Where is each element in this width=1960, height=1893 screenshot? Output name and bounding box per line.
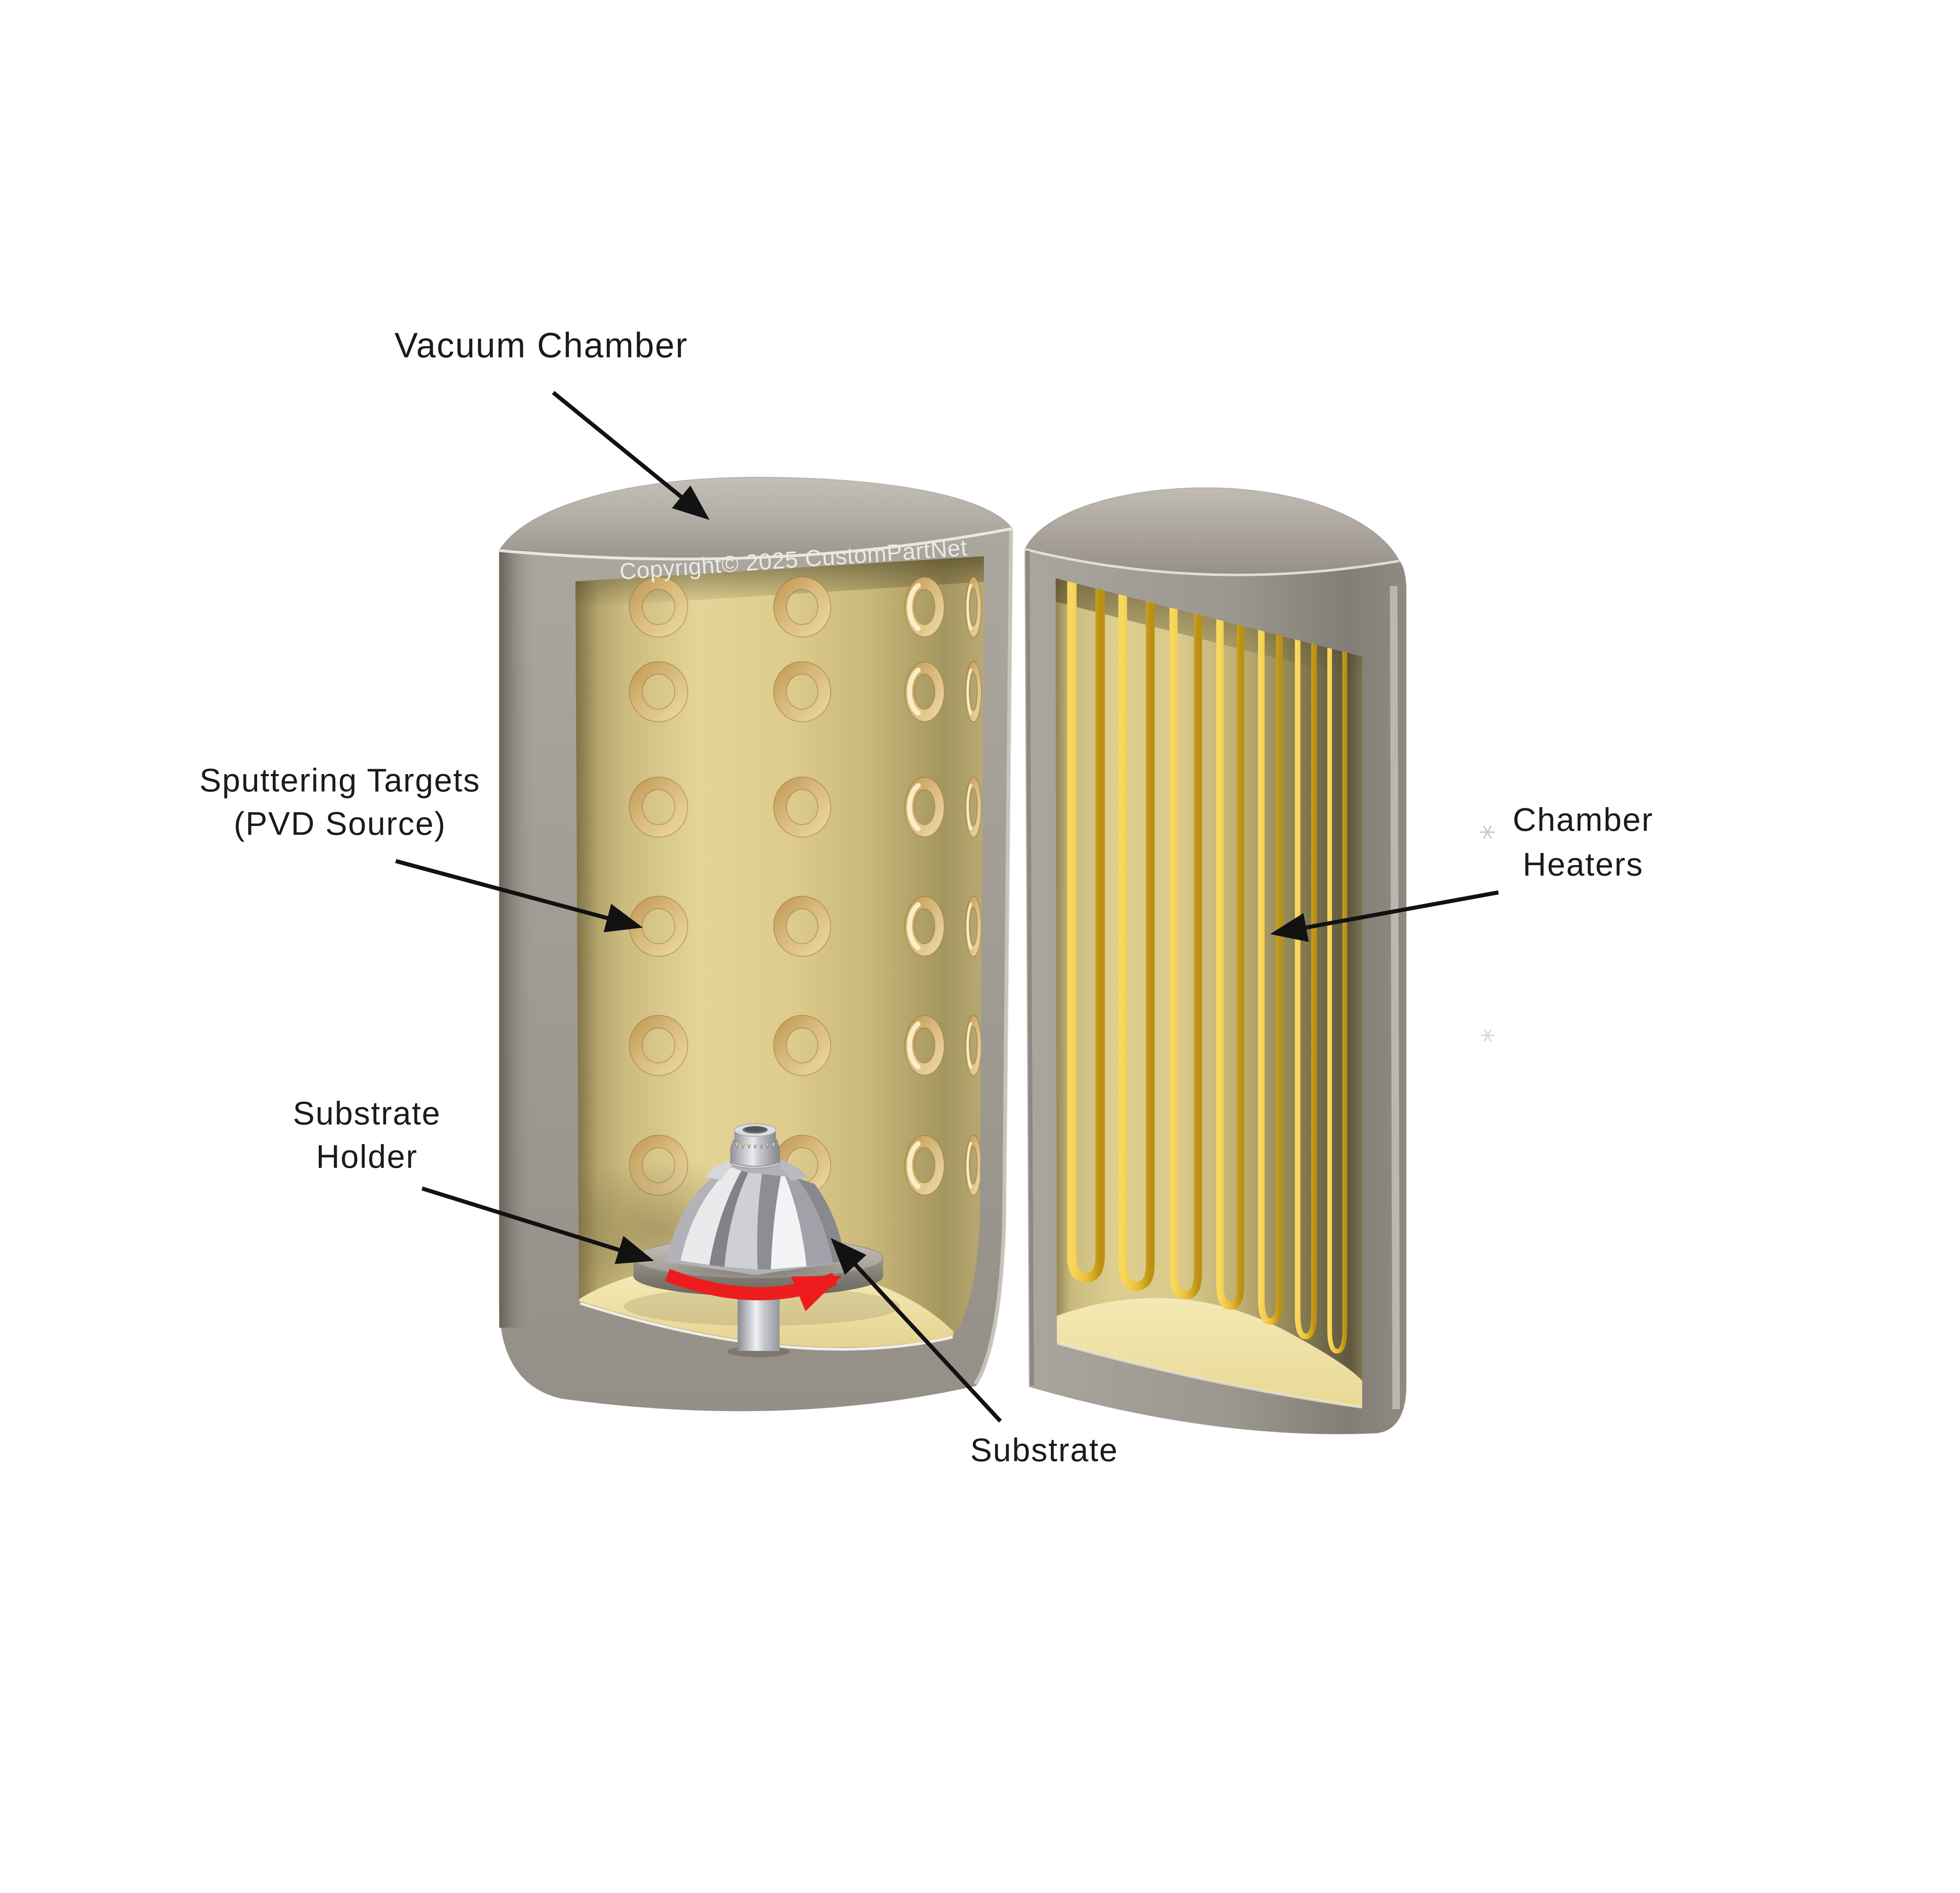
- sputtering-target-ring: [773, 776, 831, 838]
- vacuum-chamber-arrow: [552, 391, 710, 520]
- target-ring-highlight: [907, 1141, 921, 1189]
- target-ring-highlight: [907, 902, 921, 951]
- impeller-bore-shadow: [745, 1127, 766, 1132]
- substrate-impeller: [666, 1123, 845, 1275]
- label-sputtering-targets-line2: (PVD Source): [234, 805, 446, 842]
- substrate-arrow: [831, 1238, 1002, 1423]
- impeller-spline-band: [730, 1138, 780, 1167]
- door-right-highlight: [1390, 586, 1400, 1409]
- target-ring-highlight: [907, 583, 921, 631]
- heater-coil: [1118, 578, 1155, 1290]
- target-ring-highlight: [966, 1022, 972, 1069]
- sputtering-target-ring: [629, 576, 688, 638]
- heater-wall-contents: [1055, 578, 1363, 1408]
- sputtering-target-ring: [629, 776, 688, 838]
- sparkle-artifact-icon: [1481, 1029, 1495, 1042]
- sputtering-target-ring: [629, 1015, 688, 1076]
- target-ring-highlight: [966, 784, 972, 831]
- sparkle-artifact-icon: [1480, 825, 1495, 839]
- label-substrate: Substrate: [970, 1432, 1118, 1468]
- sputtering-target-ring: [773, 895, 831, 957]
- impeller-blade-tip-right: [774, 1159, 808, 1181]
- sputtering-targets-arrow: [395, 859, 643, 933]
- door-hinge-edge: [1025, 550, 1034, 1386]
- heater-coil: [1327, 623, 1347, 1354]
- target-ring-highlight: [966, 903, 972, 950]
- heater-coil: [1295, 615, 1317, 1339]
- chamber-left-side-shading: [499, 550, 535, 1328]
- window-bottom-highlight: [579, 1302, 953, 1351]
- target-ring-highlight: [966, 1142, 972, 1189]
- impeller-blade: [681, 1167, 742, 1265]
- label-chamber-heaters-line2: Heaters: [1523, 846, 1643, 882]
- door-rim-highlight: [1024, 548, 1400, 576]
- impeller-blade: [785, 1176, 833, 1267]
- door-bottom-highlight: [1057, 1342, 1362, 1409]
- label-sputtering-targets-line1: Sputtering Targets: [200, 762, 481, 799]
- impeller-blade: [724, 1172, 762, 1270]
- chamber-heaters-array: [1067, 578, 1359, 1357]
- target-ring-highlight: [966, 668, 972, 715]
- chamber-rim-highlight: [499, 527, 1013, 561]
- heater-coil: [1169, 583, 1202, 1300]
- heater-wall-panel: [1055, 578, 1363, 1408]
- sputtering-target-ring: [773, 576, 831, 638]
- chamber-heaters-arrow: [1270, 890, 1499, 942]
- label-chamber-heaters-line1: Chamber: [1513, 802, 1653, 838]
- sputtering-target-ring: [773, 1015, 831, 1076]
- chamber-split-edge-highlight: [973, 530, 1013, 1385]
- heater-coil: [1067, 578, 1105, 1282]
- label-vacuum-chamber: Vacuum Chamber: [394, 326, 688, 365]
- chamber-door-half: [1024, 487, 1407, 1435]
- sputtering-target-ring: [773, 661, 831, 722]
- sputtering-target-ring: [629, 895, 688, 957]
- vacuum-chamber-left-half: Copyright© 2025 CustomPartNet: [498, 477, 1013, 1412]
- substrate-holder-arrow: [421, 1186, 654, 1264]
- impeller-blade-tip-left: [705, 1159, 738, 1180]
- heater-coil: [1216, 595, 1245, 1310]
- sputtering-target-ring: [629, 661, 688, 722]
- rotation-arrow: [665, 1269, 842, 1311]
- impeller-blade: [771, 1176, 807, 1270]
- impeller-blade-gap: [757, 1174, 781, 1270]
- target-ring-highlight: [907, 668, 921, 716]
- target-ring-highlight: [966, 584, 972, 630]
- annotations: Vacuum Chamber Sputtering Targets (PVD S…: [200, 326, 1653, 1468]
- label-substrate-holder-line1: Substrate: [293, 1095, 441, 1132]
- impeller-blade-gap: [709, 1171, 748, 1267]
- target-ring-highlight: [907, 1021, 921, 1070]
- label-substrate-holder-line2: Holder: [316, 1138, 417, 1175]
- door-top-shadow: [1055, 578, 1363, 680]
- target-ring-highlight: [907, 783, 921, 831]
- door-floor: [1057, 1298, 1363, 1408]
- heater-coil: [1258, 606, 1283, 1325]
